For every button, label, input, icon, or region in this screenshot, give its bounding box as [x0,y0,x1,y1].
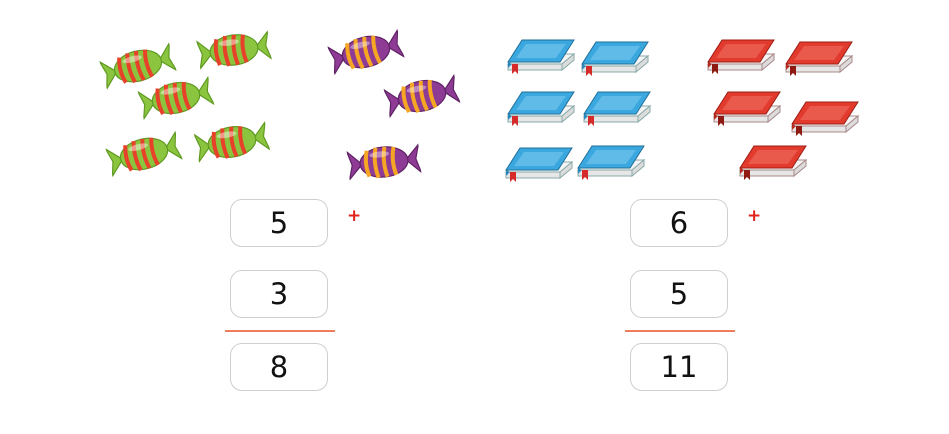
sum-box[interactable]: 8 [230,343,328,391]
red-book-icon [791,101,859,137]
blue-book-icon [507,39,575,75]
red-book-icon [785,41,853,77]
red-book-icon [739,145,807,181]
blue-book-icon [581,41,649,77]
plus-sign: + [347,206,362,226]
sum-divider-line [225,330,335,332]
blue-book-icon [583,91,651,127]
purple-candy-icon [325,26,407,78]
blue-book-icon [577,145,645,181]
purple-candy-icon [345,141,423,183]
purple-candy-icon [382,71,462,121]
addend-2-box[interactable]: 3 [230,270,328,318]
plus-sign: + [747,206,762,226]
red-book-icon [707,39,775,75]
sum-box[interactable]: 11 [630,343,728,391]
addend-2-box[interactable]: 5 [630,270,728,318]
sum-divider-line [625,330,735,332]
green-candy-icon [195,28,273,72]
addend-1-box[interactable]: 5 [230,199,328,247]
red-book-icon [713,91,781,127]
green-candy-icon [103,128,185,180]
blue-book-icon [505,147,573,183]
blue-book-icon [507,91,575,127]
addend-1-box[interactable]: 6 [630,199,728,247]
green-candy-icon [192,118,272,166]
